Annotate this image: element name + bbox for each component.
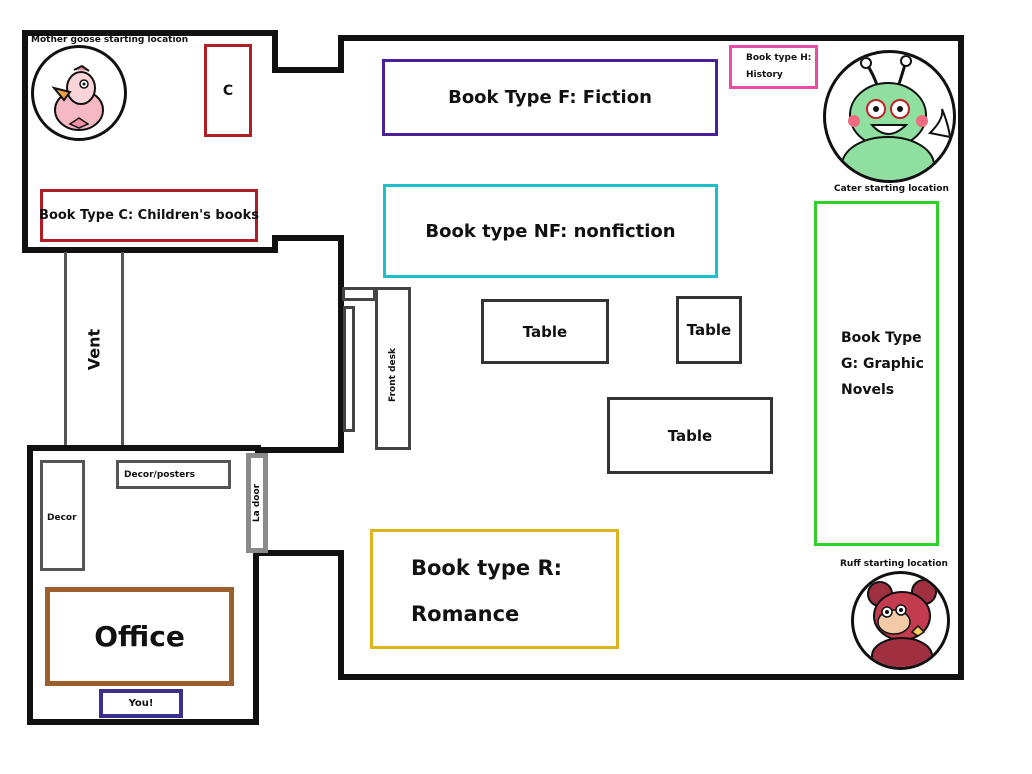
ruff-label: Ruff starting location	[840, 559, 948, 569]
decor-label: Decor	[47, 513, 77, 523]
decor-shelf: Decor	[40, 460, 85, 571]
you-label: You!	[128, 698, 154, 709]
nonfiction-shelf: Book type NF: nonfiction	[383, 184, 718, 278]
front-desk-top-ledge	[342, 287, 376, 301]
c-shelf: C	[204, 44, 252, 137]
romance-label-line2: Romance	[411, 602, 520, 626]
mother-goose-label: Mother goose starting location	[31, 35, 189, 45]
table-1: Table	[481, 299, 609, 364]
history-label-line1: Book type H:	[746, 53, 812, 63]
graphic-novels-shelf: Book Type G: Graphic Novels	[814, 201, 939, 546]
cater-label: Cater starting location	[834, 184, 949, 194]
nonfiction-label: Book type NF: nonfiction	[425, 220, 676, 242]
front-desk	[375, 287, 411, 450]
children-books-shelf: Book Type C: Children's books	[39, 189, 259, 242]
office-label: Office	[94, 620, 185, 653]
table-3: Table	[607, 397, 773, 474]
bear-character-icon	[851, 571, 950, 670]
fiction-shelf: Book Type F: Fiction	[382, 59, 718, 136]
graphic-label-line1: Book Type	[841, 330, 922, 346]
romance-shelf: Book type R: Romance	[370, 529, 619, 649]
graphic-label-line2: G: Graphic	[841, 356, 924, 372]
vent-label: Vent	[84, 328, 104, 371]
romance-label-line1: Book type R:	[411, 556, 563, 580]
history-shelf: Book type H: History	[729, 45, 818, 89]
decor-posters-label: Decor/posters	[124, 470, 196, 480]
fiction-label: Book Type F: Fiction	[448, 87, 652, 108]
goose-character-icon	[31, 45, 127, 141]
front-desk-side	[343, 306, 355, 432]
table-2: Table	[676, 296, 742, 364]
children-books-label: Book Type C: Children's books	[39, 208, 259, 223]
table-2-label: Table	[686, 321, 732, 339]
graphic-label-line3: Novels	[841, 382, 895, 398]
c-shelf-label: C	[222, 82, 234, 99]
history-label-line2: History	[746, 70, 783, 80]
table-1-label: Table	[522, 322, 568, 341]
table-3-label: Table	[667, 426, 713, 445]
vent	[64, 252, 124, 445]
you-marker: You!	[99, 689, 183, 718]
la-door	[246, 453, 268, 553]
office-desk: Office	[45, 587, 234, 686]
decor-posters: Decor/posters	[116, 460, 231, 489]
green-cat-character-icon	[823, 50, 956, 183]
front-desk-label: Front desk	[388, 348, 398, 402]
la-door-label: La door	[252, 483, 262, 523]
